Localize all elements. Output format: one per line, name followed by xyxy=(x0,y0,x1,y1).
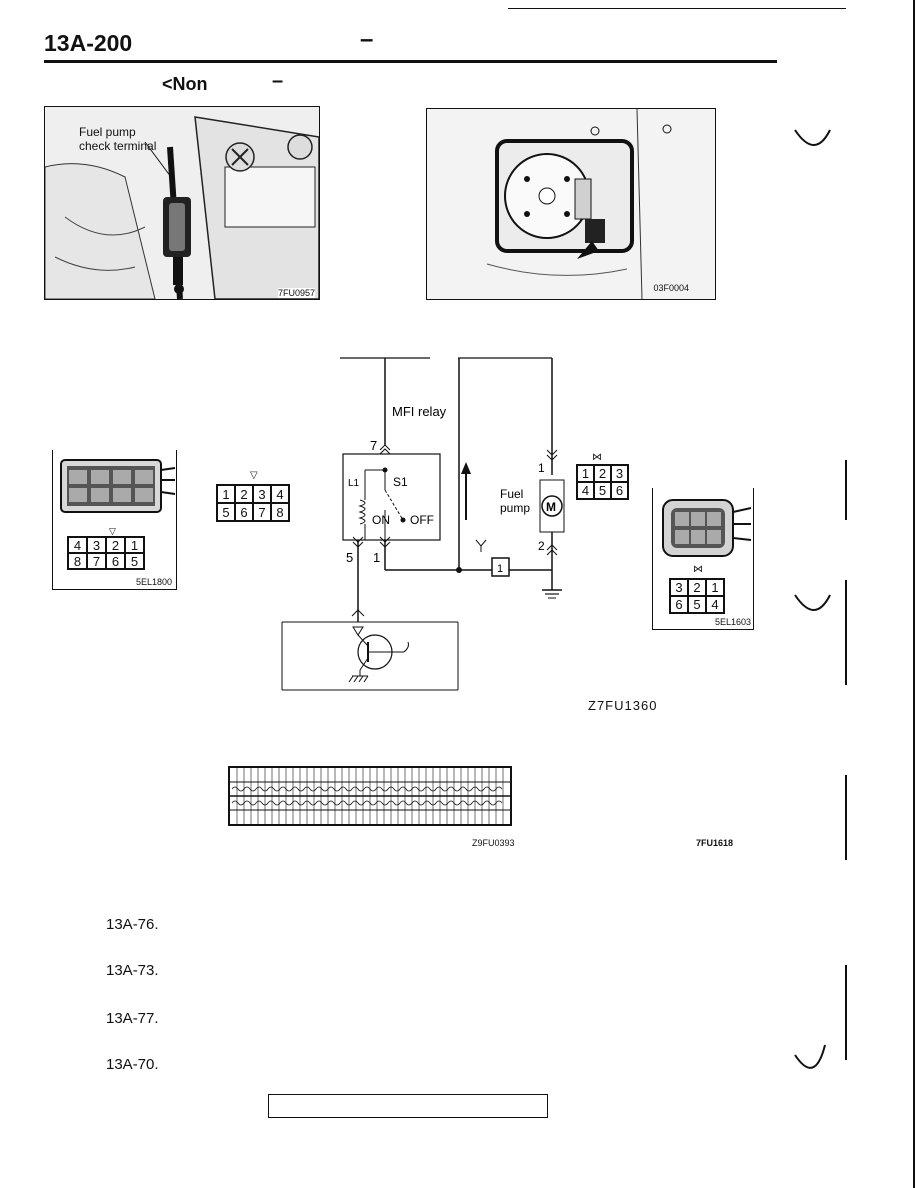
check-connector-pin: 1 xyxy=(497,563,503,575)
section-subtitle: <Non xyxy=(162,74,208,94)
pin-label: 7 xyxy=(253,503,271,521)
fig1-label-line2: check terminal xyxy=(79,139,157,153)
pin-label: 2 xyxy=(594,465,611,482)
right-connector-key-icon: ⋈ xyxy=(693,564,703,575)
pin-label: 6 xyxy=(670,596,688,613)
subtitle-dash: – xyxy=(272,70,284,92)
pump-connector-key-icon: ⋈ xyxy=(592,452,602,463)
header-rule xyxy=(44,60,777,63)
pump-label-line2: pump xyxy=(500,501,530,515)
left-connector-code: 5EL1800 xyxy=(135,577,172,587)
switch-label: S1 xyxy=(393,475,408,489)
pin-label: 1 xyxy=(217,485,235,503)
pin-label: 5 xyxy=(217,503,235,521)
left-connector-bottom-rule xyxy=(53,588,176,590)
reference-item: 13A-77. xyxy=(106,1010,159,1027)
pin-label: 3 xyxy=(87,537,106,553)
top-right-rule xyxy=(508,8,846,9)
right-connector-code: 5EL1603 xyxy=(714,617,751,627)
margin-bar-5 xyxy=(845,965,847,1060)
pump-connector-pin-grid: 1 2 3 4 5 6 xyxy=(576,464,629,500)
pin-label: 8 xyxy=(68,553,87,569)
pin-label: 4 xyxy=(271,485,289,503)
relay-connector-pin-grid: 1 2 3 4 5 6 7 8 xyxy=(216,484,290,522)
right-figure-code: 7FU1618 xyxy=(696,838,734,848)
relay-pin-7: 7 xyxy=(370,438,377,453)
off-label: OFF xyxy=(410,513,434,527)
coil-label: L1 xyxy=(348,478,360,489)
reference-item: 13A-73. xyxy=(106,962,159,979)
pin-label: 6 xyxy=(611,482,628,499)
pump-motor-symbol: M xyxy=(546,500,556,514)
pin-label: 3 xyxy=(253,485,271,503)
pin-label: 3 xyxy=(611,465,628,482)
margin-bar-2 xyxy=(845,460,847,520)
pump-pin-2: 2 xyxy=(538,539,545,553)
reference-item: 13A-76. xyxy=(106,916,159,933)
pin-label: 1 xyxy=(125,537,144,553)
pin-label: 6 xyxy=(235,503,253,521)
circuit-code: Z7FU1360 xyxy=(588,698,658,713)
pin-label: 2 xyxy=(235,485,253,503)
right-connector-drawing xyxy=(662,499,752,557)
pin-label: 4 xyxy=(706,596,724,613)
ecu-connector-pins xyxy=(230,768,510,824)
pin-label: 8 xyxy=(271,503,289,521)
pin-label: 3 xyxy=(670,579,688,596)
pin-label: 1 xyxy=(706,579,724,596)
pin-label: 2 xyxy=(106,537,125,553)
pin-label: 4 xyxy=(68,537,87,553)
pump-pin-1: 1 xyxy=(538,461,545,475)
fig1-code: 7FU0957 xyxy=(277,288,315,298)
margin-bar-3 xyxy=(845,580,847,685)
relay-connector-figure: ▽ 1 2 3 4 5 6 7 8 xyxy=(206,470,294,532)
pin-label: 5 xyxy=(688,596,706,613)
right-connector-pin-grid: 3 2 1 6 5 4 xyxy=(669,578,725,614)
reference-item: 13A-70. xyxy=(106,1056,159,1073)
on-label: ON xyxy=(372,513,390,527)
footer-box xyxy=(268,1094,548,1118)
left-connector-pin-grid: 4 3 2 1 8 7 6 5 xyxy=(67,536,145,570)
pin-label: 7 xyxy=(87,553,106,569)
relay-pin-1: 1 xyxy=(373,550,380,565)
left-connector-key-icon: ▽ xyxy=(109,526,116,536)
engine-bay-illustration xyxy=(45,107,319,299)
pin-label: 6 xyxy=(106,553,125,569)
pin-label: 1 xyxy=(577,465,594,482)
fig1-label-line1: Fuel pump xyxy=(79,125,136,139)
left-connector-figure: ▽ 4 3 2 1 8 7 6 5 5EL1800 xyxy=(52,450,177,590)
pump-label-line1: Fuel xyxy=(500,487,523,501)
ecu-connector-strip xyxy=(228,766,512,826)
fig2-code: 03F0004 xyxy=(653,283,689,293)
pump-access-illustration xyxy=(427,109,715,299)
pin-label: 5 xyxy=(125,553,144,569)
pin-label: 2 xyxy=(688,579,706,596)
page-code: 13A-200 xyxy=(44,30,133,56)
fuel-pump-access-photo: 03F0004 xyxy=(426,108,716,300)
header-dash: – xyxy=(360,26,374,53)
pin-label: 4 xyxy=(577,482,594,499)
relay-pin-5: 5 xyxy=(346,550,353,565)
fuel-pump-check-terminal-photo: Fuel pump check terminal 7FU0957 xyxy=(44,106,320,300)
margin-bar-1 xyxy=(913,0,915,1188)
relay-label: MFI relay xyxy=(392,404,447,419)
fuel-pump-circuit-diagram: MFI relay 7 5 1 L1 S1 ON OFF Fuel pump M… xyxy=(281,357,565,691)
margin-bar-4 xyxy=(845,775,847,860)
binder-hole-marks xyxy=(794,129,831,1069)
right-connector-figure: ⋈ 3 2 1 6 5 4 5EL1603 xyxy=(652,488,754,630)
relay-connector-key-icon: ▽ xyxy=(250,470,258,481)
left-connector-drawing xyxy=(60,459,176,513)
ecu-connector-code: Z9FU0393 xyxy=(472,838,515,848)
right-connector-bottom-rule xyxy=(653,628,753,630)
pin-label: 5 xyxy=(594,482,611,499)
